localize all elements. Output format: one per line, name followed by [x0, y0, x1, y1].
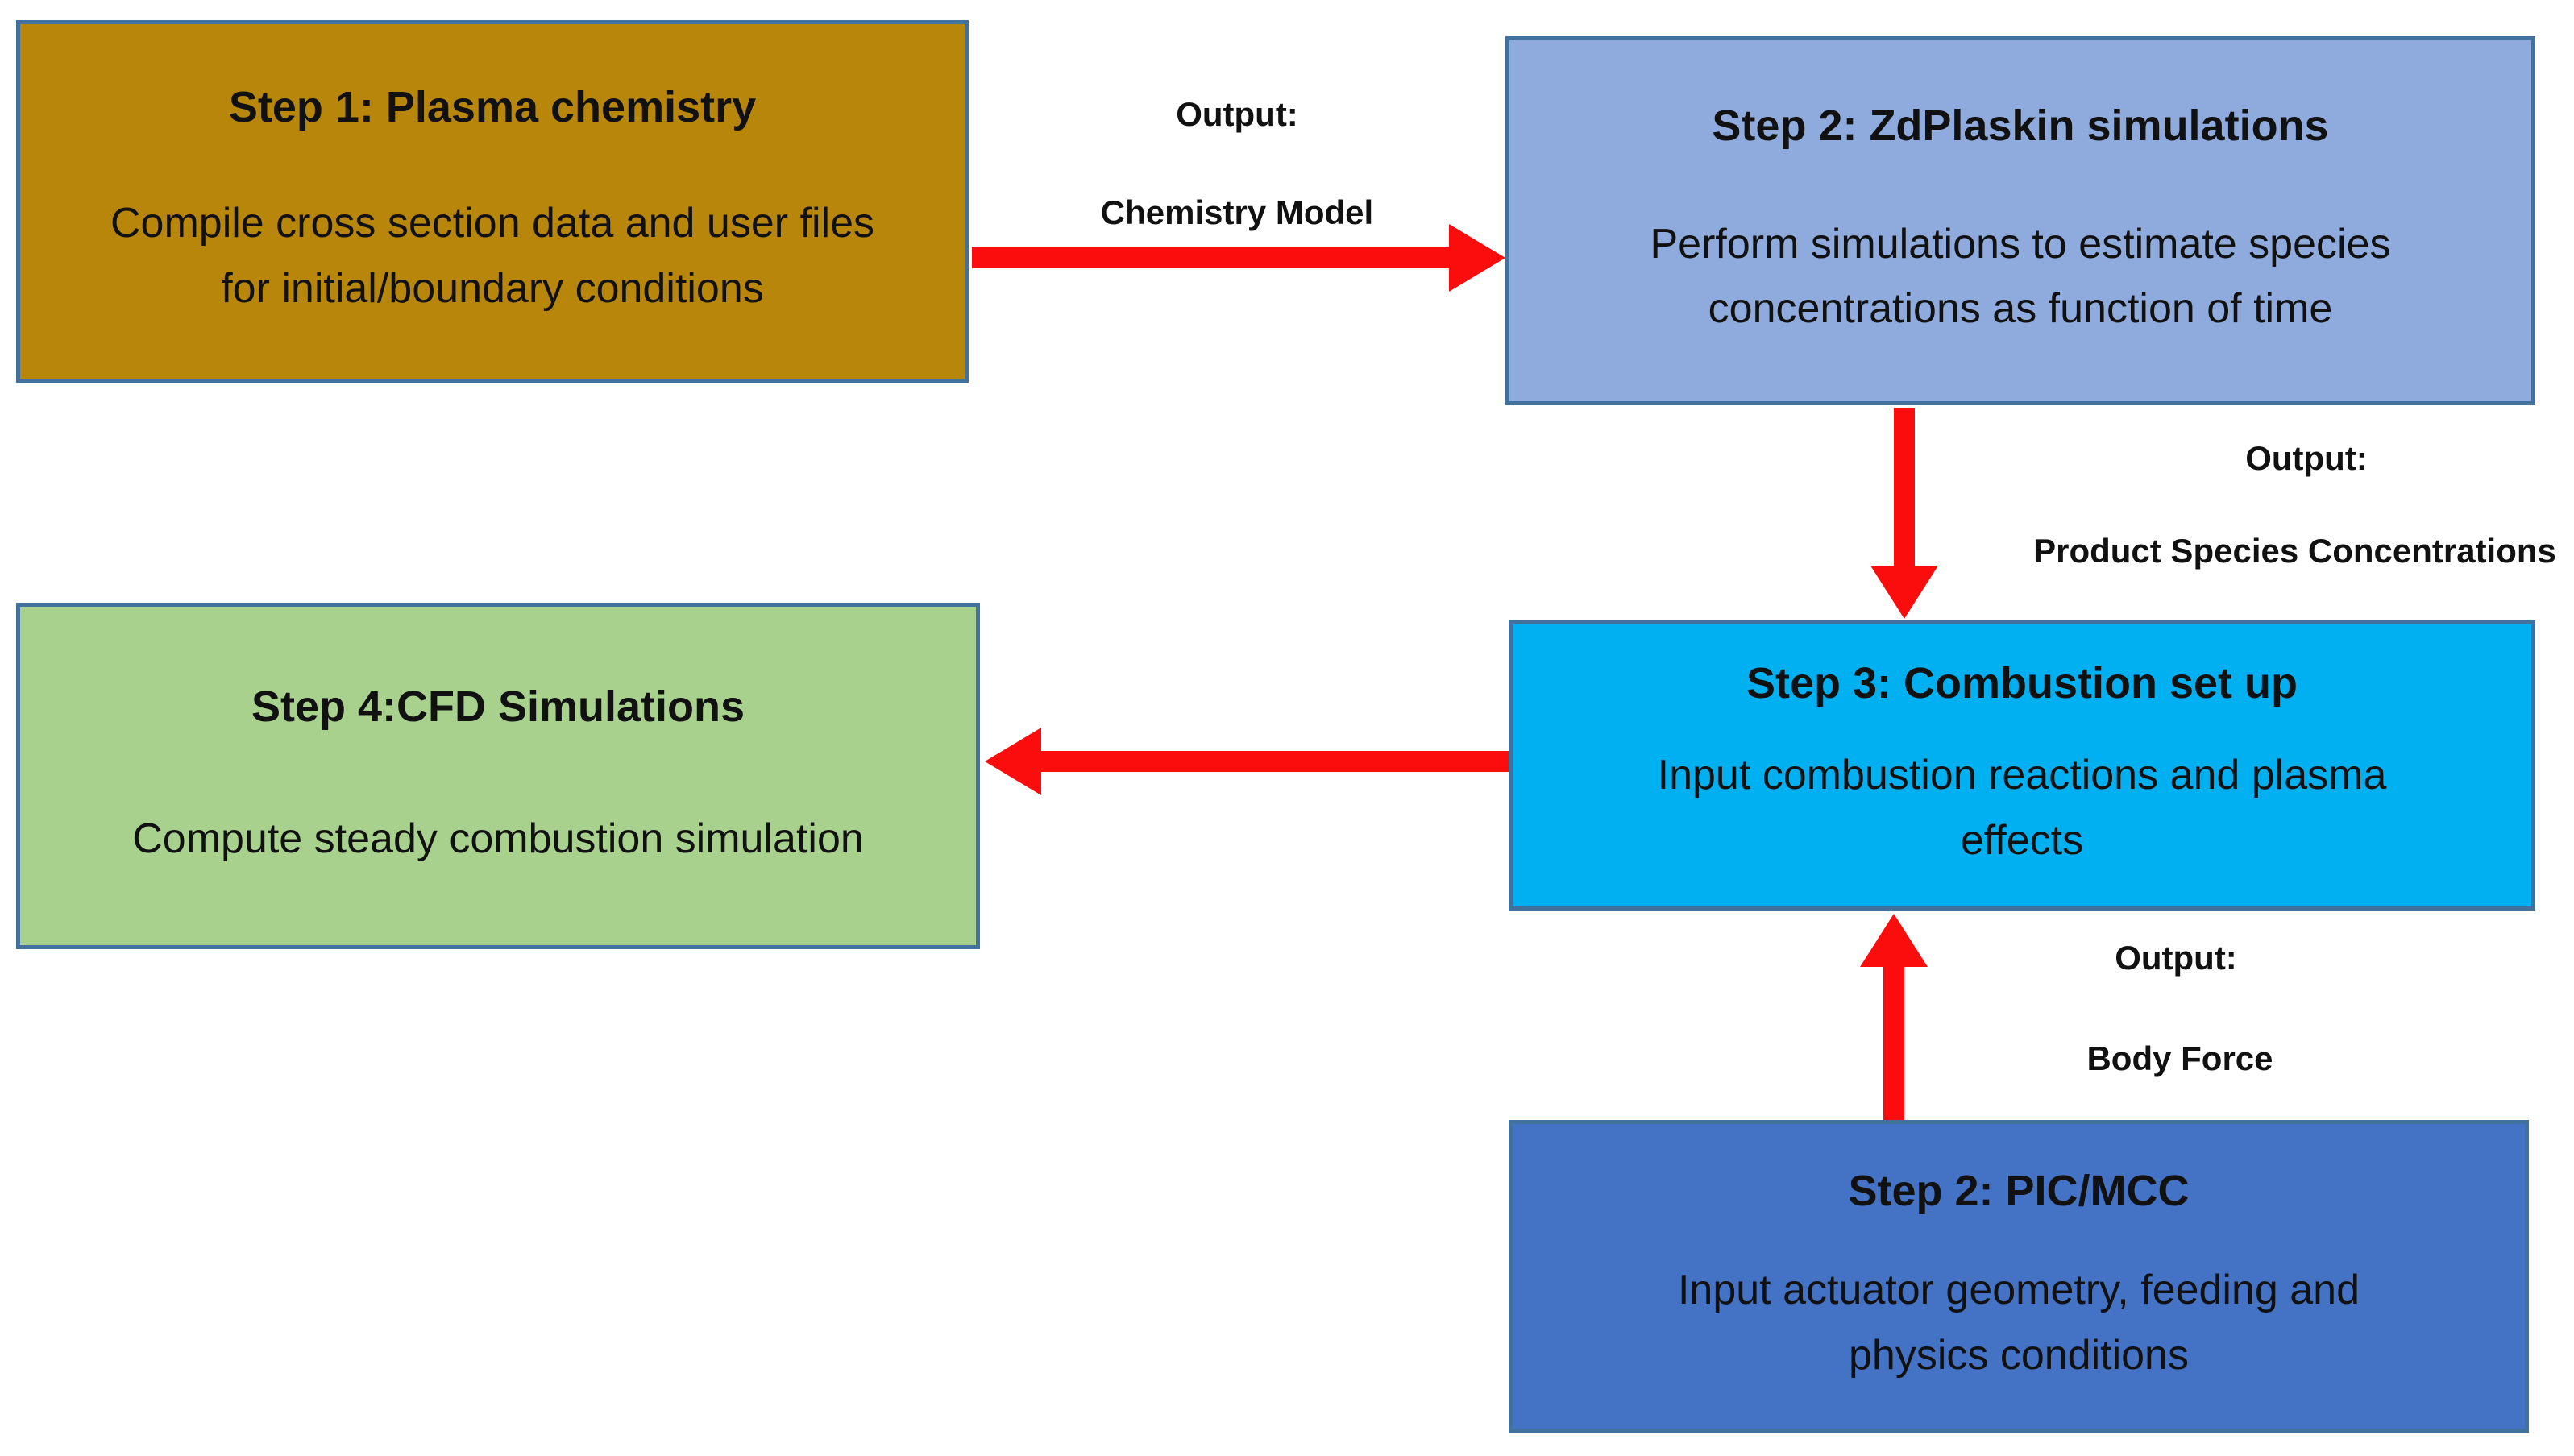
arrow-shaft — [1894, 408, 1915, 569]
box-step2-picmcc-body: Input actuator geometry, feeding and phy… — [1677, 1267, 2360, 1379]
box-step2-zdplaskin-simulations: Step 2: ZdPlaskin simulations Perform si… — [1505, 36, 2535, 405]
arrow-shaft — [1040, 751, 1509, 772]
label-chemistry-model: Chemistry Model — [1100, 193, 1374, 231]
box-step1-body: Compile cross section data and user file… — [110, 200, 874, 313]
label-product-species-concentrations: Product Species Concentrations — [2033, 532, 2556, 570]
box-step4-title: Step 4:CFD Simulations — [251, 682, 745, 731]
box-step2-pic-mcc: Step 2: PIC/MCC Input actuator geometry,… — [1509, 1120, 2529, 1433]
box-step2-picmcc-title: Step 2: PIC/MCC — [1848, 1166, 2190, 1215]
arrow-down-icon — [1870, 566, 1938, 619]
box-step3-body: Input combustion reactions and plasma ef… — [1657, 752, 2387, 865]
label-body-force: Body Force — [2086, 1039, 2273, 1077]
label-output-body-force: Output: — [2115, 939, 2237, 977]
arrow-right-icon — [1449, 224, 1505, 292]
label-output-species: Output: — [2245, 439, 2368, 477]
arrow-shaft — [972, 247, 1452, 268]
box-step1-title: Step 1: Plasma chemistry — [228, 83, 757, 132]
label-output-chemistry: Output: — [1176, 95, 1298, 133]
box-step2-zdplaskin-body: Perform simulations to estimate species … — [1650, 220, 2391, 333]
box-step4-cfd-simulations: Step 4:CFD Simulations Compute steady co… — [16, 603, 980, 949]
arrow-shaft — [1883, 965, 1904, 1120]
box-step2-zdplaskin-title: Step 2: ZdPlaskin simulations — [1712, 102, 2329, 150]
box-step3-combustion-setup: Step 3: Combustion set up Input combusti… — [1509, 620, 2535, 911]
arrow-left-icon — [985, 728, 1041, 795]
box-step1-plasma-chemistry: Step 1: Plasma chemistry Compile cross s… — [16, 20, 969, 383]
box-step3-title: Step 3: Combustion set up — [1746, 659, 2298, 708]
box-step4-body: Compute steady combustion simulation — [132, 815, 864, 862]
arrow-up-icon — [1860, 914, 1928, 967]
